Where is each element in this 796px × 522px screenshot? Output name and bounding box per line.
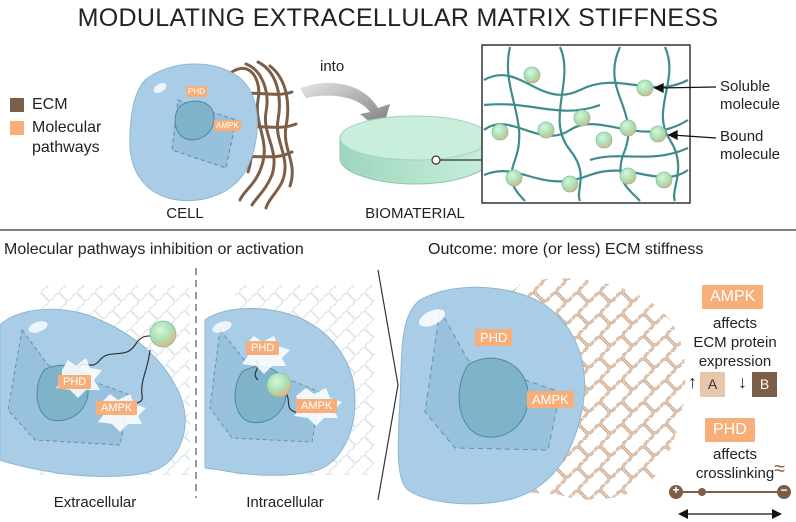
legend-molecular-label-2: pathways — [32, 139, 100, 156]
ampk-affects-text: affects ECM protein expression — [680, 314, 790, 371]
plus-icon: + — [672, 483, 680, 497]
phd-affects: affects — [713, 446, 757, 463]
up-arrow-icon: ↑ — [688, 372, 697, 392]
top-nucleus — [174, 100, 215, 141]
soluble-line-2: molecule — [720, 96, 781, 113]
molecules — [491, 66, 673, 193]
stiffness-scale — [669, 485, 791, 519]
section-left-title: Molecular pathways inhibition or activat… — [4, 241, 304, 258]
intracellular-ampk-tag: AMPK — [296, 399, 338, 413]
bound-molecule-label: Bound molecule — [720, 128, 780, 164]
into-arrow — [300, 82, 390, 132]
legend-ecm-label: ECM — [32, 96, 68, 113]
extracellular-label: Extracellular — [53, 494, 137, 511]
network-box — [481, 44, 691, 204]
intracellular-phd-tag: PHD — [246, 341, 280, 355]
wave-icon: ≈ — [774, 458, 785, 480]
extracellular-phd-tag: PHD — [58, 375, 92, 389]
bound-line-2: molecule — [720, 146, 781, 163]
outcome-nucleus — [458, 357, 529, 438]
cell-label: CELL — [166, 205, 204, 222]
ecm-swatch — [10, 98, 24, 112]
intracellular-molecule — [266, 372, 292, 398]
phd-desc: crosslinking — [695, 465, 775, 482]
outcome-phd-badge: PHD — [705, 418, 755, 442]
into-label: into — [320, 58, 345, 75]
biomaterial-disc — [339, 115, 491, 185]
outcome-ampk-badge: AMPK — [702, 285, 764, 309]
intracellular-label: Intracellular — [246, 494, 324, 511]
pointer-arrows — [653, 82, 717, 141]
box-b: B — [752, 372, 777, 397]
outcome-phd-tag: PHD — [475, 329, 513, 346]
legend-molecular: Molecular pathways — [10, 118, 101, 158]
bound-line-1: Bound — [720, 128, 764, 145]
legend-molecular-label-1: Molecular — [32, 119, 102, 136]
molecular-swatch — [10, 121, 24, 135]
ampk-desc-2: expression — [698, 353, 772, 370]
section-right-title: Outcome: more (or less) ECM stiffness — [428, 241, 704, 258]
legend-ecm: ECM — [10, 95, 68, 115]
biomaterial-label: BIOMATERIAL — [365, 205, 465, 222]
extracellular-molecule — [149, 320, 177, 348]
ampk-desc-1: ECM protein — [693, 334, 777, 351]
ampk-affects: affects — [713, 315, 757, 332]
phd-affects-text: affects crosslinking — [680, 445, 790, 483]
top-phd-tag: PHD — [186, 86, 207, 97]
box-a: A — [700, 372, 725, 397]
top-ampk-tag: AMPK — [214, 120, 241, 131]
chevron-divider — [377, 269, 399, 501]
soluble-line-1: Soluble — [720, 78, 771, 95]
page-title: MODULATING EXTRACELLULAR MATRIX STIFFNES… — [77, 4, 719, 32]
minus-icon: − — [780, 483, 788, 497]
extracellular-ampk-tag: AMPK — [96, 401, 138, 415]
down-arrow-icon: ↓ — [738, 372, 747, 392]
outcome-ampk-tag: AMPK — [527, 391, 574, 408]
soluble-molecule-label: Soluble molecule — [720, 78, 780, 114]
